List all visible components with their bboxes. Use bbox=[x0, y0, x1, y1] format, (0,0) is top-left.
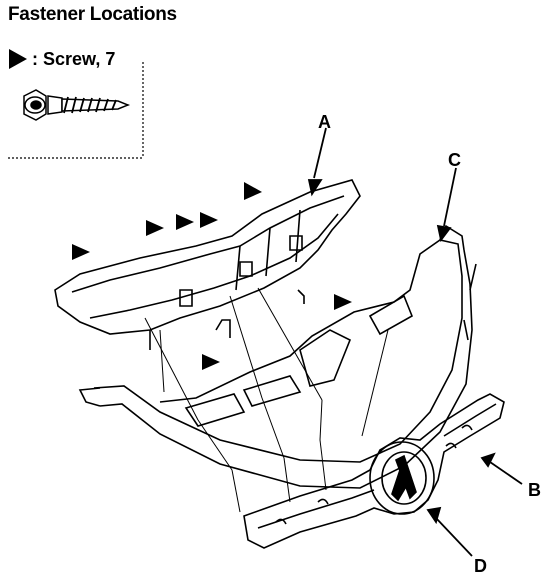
screw-marker bbox=[200, 212, 218, 228]
callout-b: B bbox=[528, 480, 541, 500]
screw-marker bbox=[244, 182, 262, 200]
callout-leaders bbox=[307, 127, 523, 557]
legend-screw-label: : Screw, 7 bbox=[32, 49, 115, 70]
arrowhead-icon bbox=[9, 49, 27, 69]
alignment-lines bbox=[144, 287, 389, 513]
upper-grille-bracket bbox=[54, 179, 361, 350]
screw-marker bbox=[176, 214, 194, 230]
screw-icon bbox=[23, 89, 131, 121]
legend-separator: : bbox=[32, 49, 38, 69]
grille-emblem bbox=[243, 393, 505, 549]
legend-frame bbox=[8, 62, 144, 159]
callout-d: D bbox=[474, 556, 487, 576]
callout-c: C bbox=[448, 150, 461, 170]
legend-text: Screw, 7 bbox=[43, 49, 116, 69]
diagram-title: Fastener Locations bbox=[8, 4, 177, 25]
screw-location-markers bbox=[72, 182, 352, 370]
grille-frame bbox=[78, 224, 477, 489]
screw-marker bbox=[72, 244, 90, 260]
screw-marker bbox=[334, 294, 352, 310]
screw-marker bbox=[146, 220, 164, 236]
callout-a: A bbox=[318, 112, 331, 132]
screw-marker bbox=[202, 354, 220, 370]
